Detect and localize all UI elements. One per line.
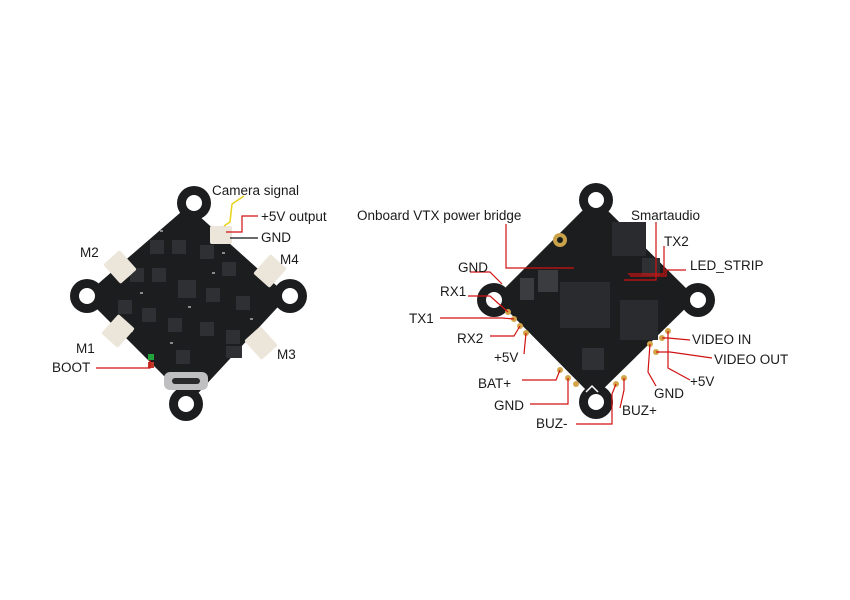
smartaudio-leader [624,222,657,281]
camera-signal-label: Camera signal [212,183,299,198]
gnd-bottom-label: GND [494,398,524,413]
buz-plus-label: BUZ+ [622,403,657,418]
m3-connector [244,326,278,360]
camera-connector [210,226,232,244]
gnd-right-label: GND [654,386,684,401]
buz-minus-label: BUZ- [536,416,568,431]
m1-label: M1 [76,341,95,356]
m3-label: M3 [277,347,296,362]
left-leader-lines [96,195,258,369]
m4-connector [253,254,287,288]
m2-connector [103,250,137,284]
m4-label: M4 [280,252,299,267]
mount-hole-top [186,195,202,211]
v5-output-leader [226,215,258,233]
bat-plus-label: BAT+ [478,376,511,391]
rx2-label: RX2 [457,331,483,346]
boot-leader [96,360,151,369]
mount-hole-bottom [588,394,604,410]
mount-hole-top [588,192,604,208]
gnd-label: GND [261,230,291,245]
smartaudio-label: Smartaudio [631,208,700,223]
mount-hole-left [79,288,95,304]
v5-right-leader [667,331,691,381]
left-flight-controller-board [70,186,307,421]
mcu-chip [560,282,610,328]
gnd-top-label: GND [458,260,488,275]
v5-left-label: +5V [494,350,518,365]
v5-output-label: +5V output [261,209,327,224]
camera-signal-wire [223,195,245,227]
gnd-top-leader [470,271,503,285]
mount-hole-right [690,292,706,308]
video-in-leader [662,337,691,341]
mount-hole-bottom [178,396,194,412]
vtx-chip [612,222,646,256]
led-strip-leader [630,269,686,277]
tx1-label: TX1 [409,311,434,326]
rx1-leader [468,295,509,313]
gnd-bottom-leader [530,378,569,405]
m2-label: M2 [80,245,99,260]
buz-minus-leader [576,383,617,425]
rx2-leader [490,325,521,337]
right-leader-lines [440,222,713,425]
video-in-label: VIDEO IN [692,332,751,347]
tx1-leader [440,317,515,320]
tx2-leader [628,246,665,275]
boot-label: BOOT [52,360,90,375]
osd-chip [620,300,658,340]
m1-connector [101,314,135,348]
mount-hole-right [282,288,298,304]
left-labels: Camera signal +5V output GND M2 M4 M1 M3… [52,183,327,375]
tx2-label: TX2 [664,234,689,249]
v5-left-leader [523,332,527,355]
video-out-leader [656,351,713,359]
led-strip-label: LED_STRIP [690,258,764,273]
right-labels: Onboard VTX power bridge Smartaudio TX2 … [357,208,788,431]
onboard-vtx-leader [505,224,574,269]
onboard-vtx-label: Onboard VTX power bridge [357,208,521,223]
gnd-right-leader [647,343,657,387]
v5-right-label: +5V [690,374,714,389]
bat-plus-leader [522,369,561,381]
buz-plus-leader [619,378,625,409]
rx1-label: RX1 [440,284,466,299]
video-out-label: VIDEO OUT [714,352,788,367]
